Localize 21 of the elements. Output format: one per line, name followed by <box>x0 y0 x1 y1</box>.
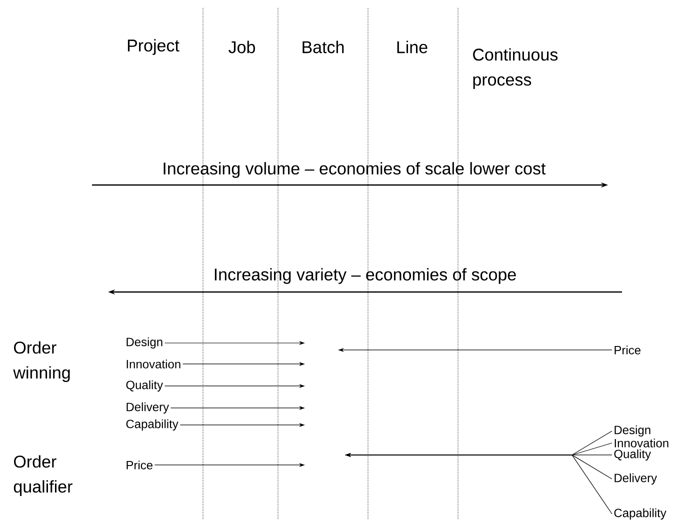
factor-label: Quality <box>614 449 652 461</box>
factor-label: Delivery <box>614 473 657 485</box>
column-heading: Line <box>397 40 428 54</box>
factor-label: Delivery <box>126 402 170 414</box>
factor-label: Capability <box>126 419 178 431</box>
column-heading: Batch <box>302 40 344 54</box>
factor-label: Innovation <box>126 360 180 368</box>
row-heading: Order qualifier <box>14 455 72 496</box>
column-heading: Continuous process <box>473 48 558 90</box>
row-heading: Order winning <box>13 341 70 382</box>
factor-label: Price <box>614 346 640 354</box>
column-heading: Project <box>128 39 180 55</box>
factor-label: Quality <box>126 380 164 392</box>
factor-label: Price <box>126 460 152 470</box>
factor-label: Innovation <box>614 438 668 448</box>
axis-caption: Increasing volume – economies of scale lower cost <box>164 162 546 178</box>
axis-caption: Increasing variety – economies of scope <box>214 268 516 284</box>
factor-label: Design <box>614 425 650 437</box>
factor-label: Design <box>126 337 162 349</box>
factor-label: Capability <box>614 508 666 520</box>
column-heading: Job <box>228 40 255 54</box>
